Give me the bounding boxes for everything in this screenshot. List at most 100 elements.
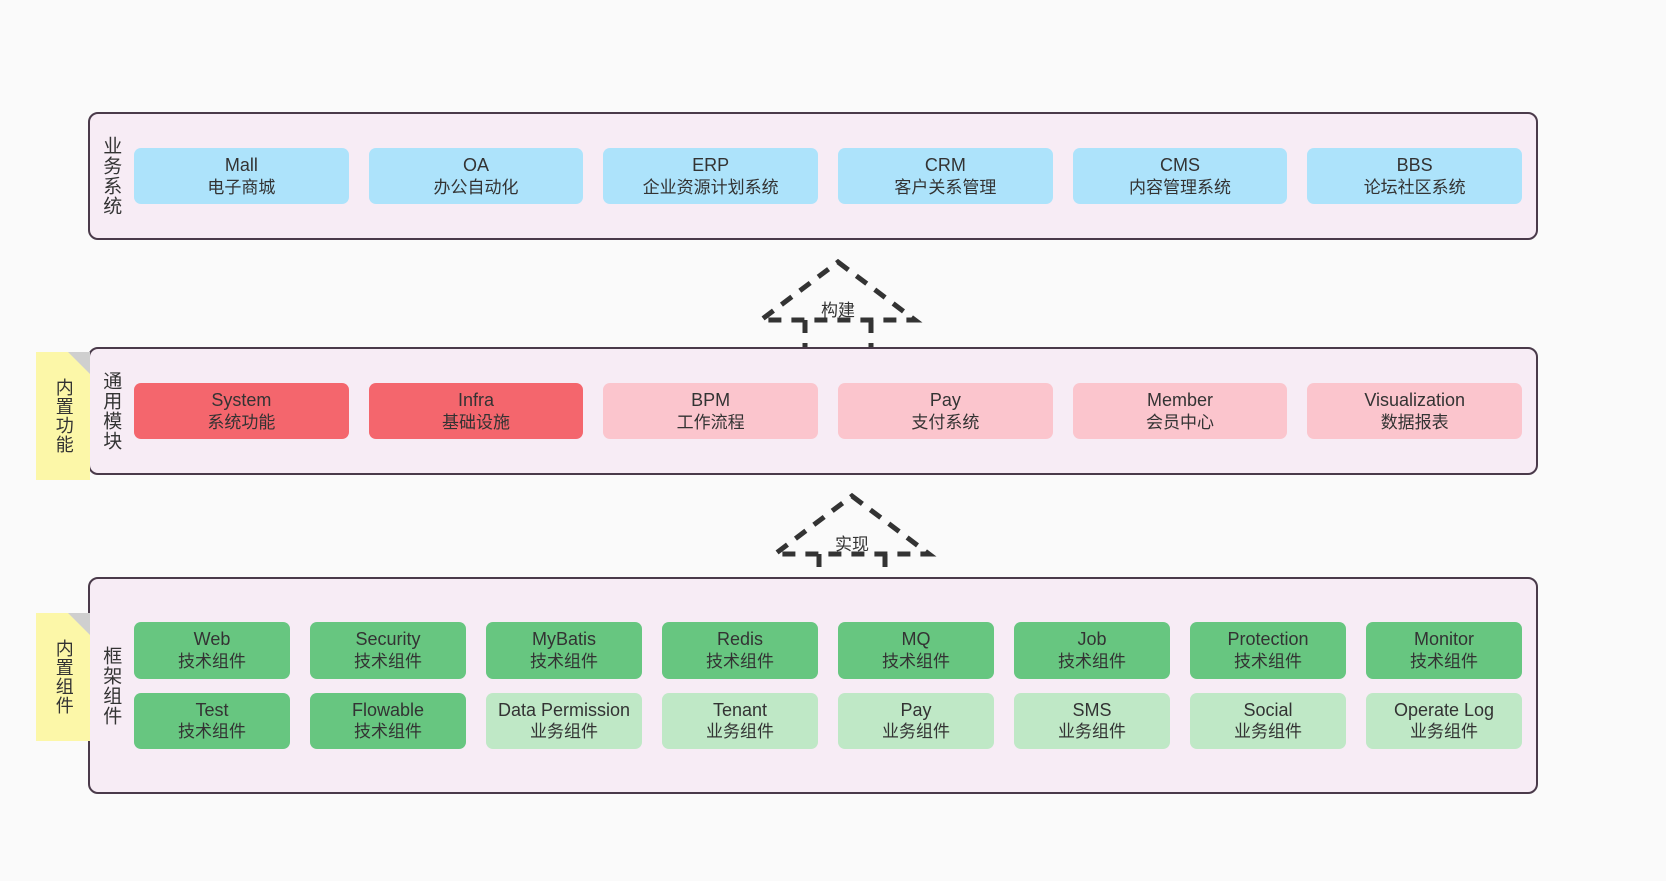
card-title: Social	[1243, 699, 1293, 720]
card-subtitle: 技术组件	[354, 652, 422, 672]
card-title: SMS	[1072, 699, 1112, 720]
card-subtitle: 业务组件	[1410, 722, 1478, 742]
card-title: Data Permission	[497, 699, 631, 720]
card-subtitle: 电子商城	[207, 177, 276, 197]
relation-implement-arrowhead	[767, 492, 937, 557]
card-title: Tenant	[712, 699, 768, 720]
card-subtitle: 工作流程	[676, 412, 745, 432]
card-title: Pay	[929, 389, 961, 410]
sticky-fold-icon	[68, 613, 90, 635]
card-title: Flowable	[351, 699, 425, 720]
card-subtitle: 基础设施	[442, 412, 510, 432]
card-title: CRM	[924, 154, 966, 175]
card-subtitle: 技术组件	[178, 722, 246, 742]
card-title: System	[211, 389, 272, 410]
layer-title-framework: 框架组件	[100, 645, 122, 726]
card-subtitle: 技术组件	[882, 652, 950, 672]
relation-implement-label: 实现	[835, 535, 869, 554]
card-subtitle: 技术组件	[530, 652, 598, 672]
card-subtitle: 技术组件	[354, 722, 422, 742]
sticky-note-builtin-function: 内置功能	[36, 352, 90, 480]
card-subtitle: 办公自动化	[433, 177, 519, 197]
card-title: Visualization	[1364, 389, 1466, 410]
card-title: MQ	[901, 629, 931, 650]
card-title: Security	[355, 629, 421, 650]
relation-build: 构建	[743, 258, 933, 358]
card-subtitle: 技术组件	[706, 652, 774, 672]
card-subtitle: 系统功能	[207, 412, 276, 432]
card-subtitle: 论坛社区系统	[1363, 177, 1466, 197]
card-subtitle: 支付系统	[911, 412, 980, 432]
card-subtitle: 技术组件	[178, 652, 246, 672]
card-subtitle: 业务组件	[1058, 722, 1126, 742]
card-title: Infra	[457, 389, 495, 410]
card-subtitle: 内容管理系统	[1129, 177, 1232, 197]
card-subtitle: 业务组件	[882, 722, 950, 742]
card-title: BPM	[691, 389, 731, 410]
card-subtitle: 业务组件	[530, 722, 598, 742]
card-title: Mall	[224, 154, 258, 175]
card-title: Monitor	[1413, 629, 1475, 650]
card-title: Job	[1077, 629, 1107, 650]
card-title: OA	[463, 154, 490, 175]
sticky-fold-icon	[68, 352, 90, 374]
card-subtitle: 会员中心	[1146, 412, 1215, 432]
sticky-note-builtin-component-label: 内置组件	[53, 639, 74, 715]
card-title: ERP	[692, 154, 730, 175]
card-title: Member	[1147, 389, 1214, 410]
relation-build-arrowhead	[753, 258, 923, 323]
sticky-note-builtin-component: 内置组件	[36, 613, 90, 741]
card-title: CMS	[1160, 154, 1201, 175]
sticky-note-builtin-function-label: 内置功能	[53, 378, 74, 454]
card-subtitle: 技术组件	[1234, 652, 1302, 672]
card-subtitle: 技术组件	[1410, 652, 1478, 672]
card-title: BBS	[1396, 154, 1433, 175]
card-subtitle: 业务组件	[706, 722, 774, 742]
card-title: Web	[193, 629, 231, 650]
card-title: Redis	[716, 629, 764, 650]
layer-title-business: 业务系统	[100, 136, 122, 216]
card-title: Pay	[900, 699, 932, 720]
card-subtitle: 企业资源计划系统	[642, 177, 779, 197]
relation-build-label: 构建	[821, 301, 855, 320]
